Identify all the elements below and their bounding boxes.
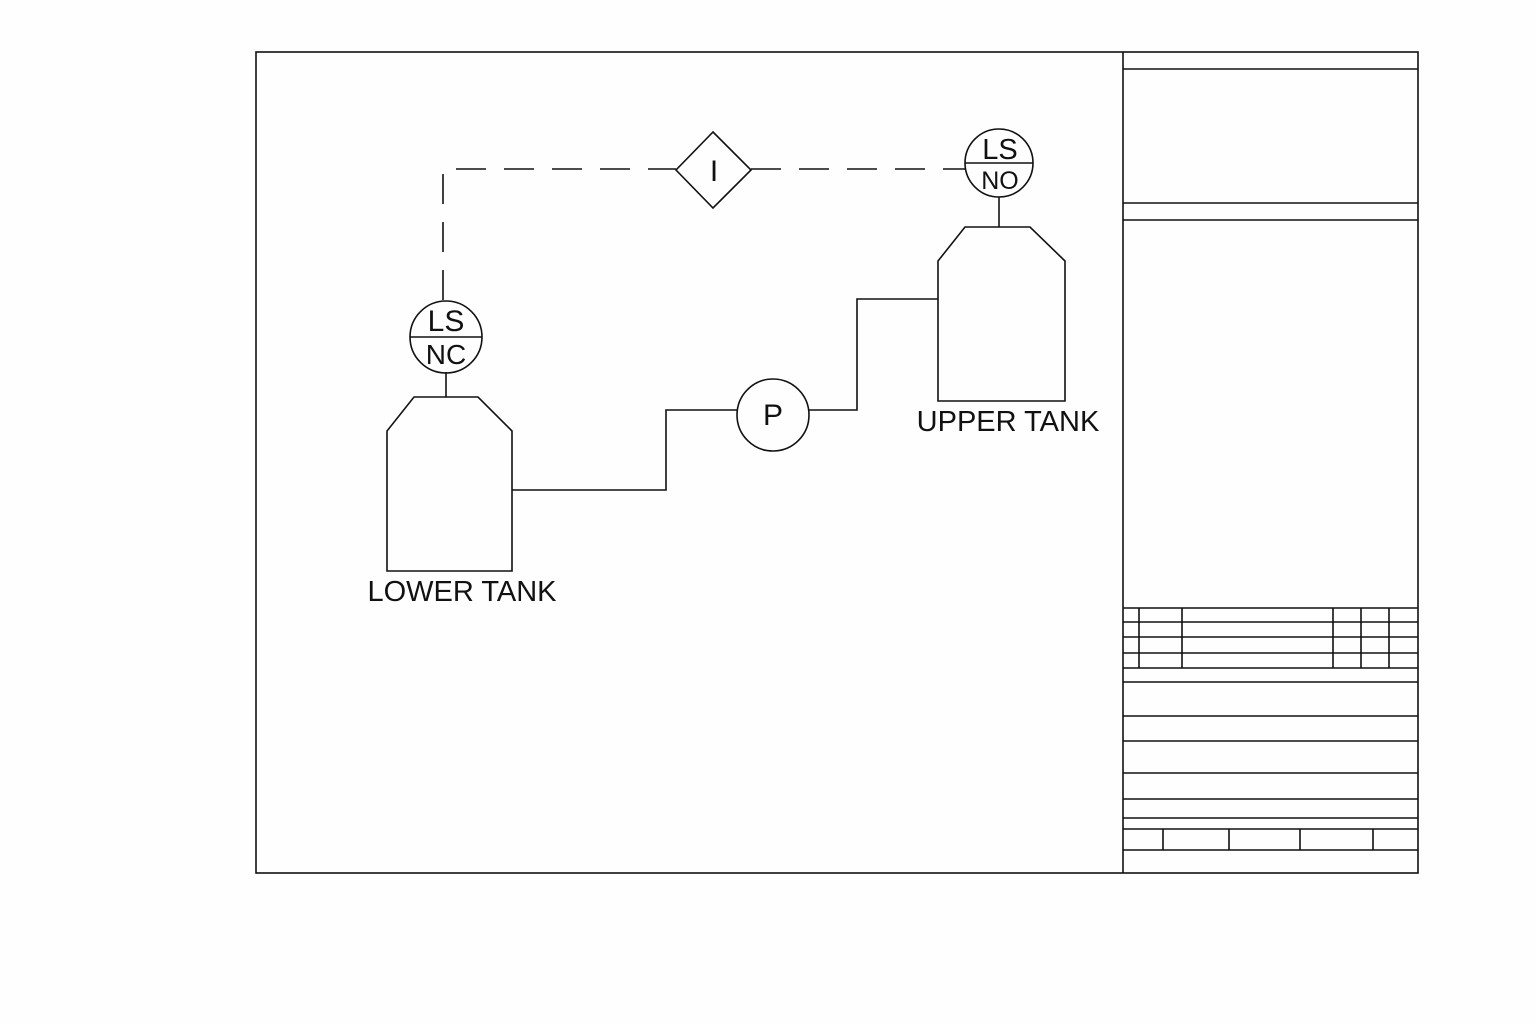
upper-tank[interactable] (937, 226, 1066, 402)
lower-level-switch[interactable]: LS NC (409, 300, 483, 374)
signal-line-left (442, 168, 676, 300)
upper-level-switch[interactable]: LS NO (964, 128, 1034, 198)
interlock[interactable]: I (674, 130, 753, 210)
upper-tank-label: UPPER TANK (917, 406, 1100, 438)
interlock-diamond (674, 130, 753, 210)
interlock-tag: I (710, 155, 718, 188)
discharge-pipe (809, 298, 938, 411)
lower-ls-bottom: NC (426, 339, 466, 370)
pump-tag: P (763, 399, 783, 432)
upper-ls-bottom: NO (981, 167, 1019, 195)
suction-pipe (512, 409, 738, 491)
lower-ls-top: LS (428, 305, 465, 338)
sheet-border (255, 51, 1419, 874)
pump-circle (736, 378, 810, 452)
lower-tank-label: LOWER TANK (367, 576, 557, 608)
lower-tank[interactable] (386, 396, 513, 572)
title-block (1122, 52, 1418, 873)
pump[interactable]: P (736, 378, 810, 452)
upper-ls-top: LS (982, 134, 1017, 166)
